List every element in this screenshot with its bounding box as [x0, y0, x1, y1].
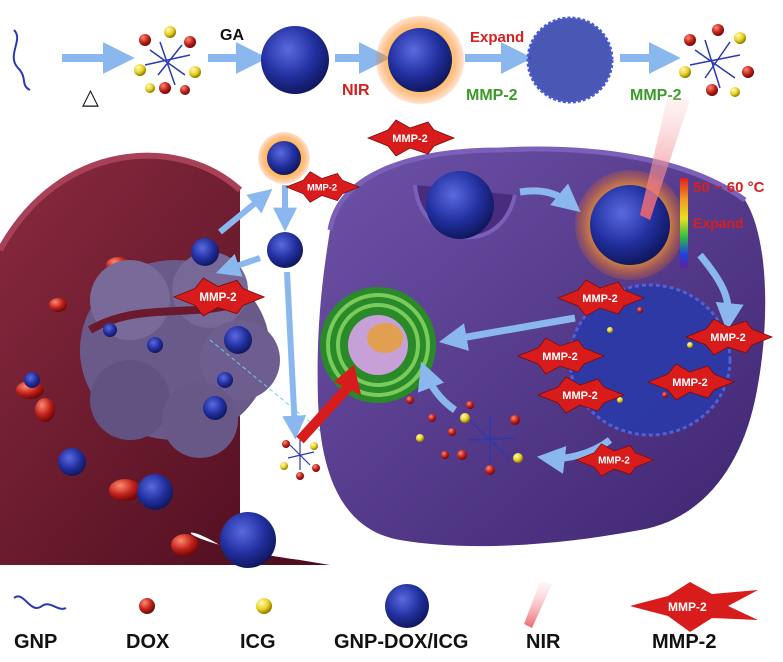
- mmp2-badge-label: MMP-2: [307, 182, 337, 192]
- ga-label: GA: [220, 27, 244, 44]
- mmp2-badge-label: MMP-2: [392, 133, 427, 145]
- nir-laser-beam: [640, 95, 690, 220]
- gnp-chain-icon: [12, 29, 31, 91]
- drug-release-cluster-3: [457, 413, 523, 475]
- mmp2-badge: MMP-2: [285, 171, 361, 203]
- mmp2-badge-label: MMP-2: [199, 292, 236, 304]
- mmp2-starburst-icon: MMP-2: [630, 582, 758, 632]
- mmp2-badge-label: MMP-2: [710, 332, 745, 344]
- mmp2-badge: MMP-2: [556, 279, 646, 317]
- legend: MMP-2 GNP DOX ICG GNP-DOX/ICG NIR MMP-2: [13, 582, 758, 653]
- drug-release-cluster-1: [679, 24, 754, 97]
- mmp2-badge: MMP-2: [684, 318, 774, 356]
- organelle: [320, 287, 436, 403]
- tumor-cell: [296, 146, 766, 547]
- middle-pathway: [209, 132, 351, 480]
- expand-label-cell: Expand: [693, 215, 744, 231]
- svg-text:MMP-2: MMP-2: [668, 600, 707, 614]
- nanoparticle-1: [261, 26, 329, 94]
- top-row: △ GA NIR Expand MMP-2 MMP-2: [12, 16, 754, 110]
- released-drugs: [406, 396, 474, 459]
- mmp2-badge: MMP-2: [646, 363, 736, 401]
- polymer-chain-icon: [13, 595, 67, 610]
- red-arrow: [296, 381, 354, 444]
- legend-label-icg: ICG: [240, 631, 276, 653]
- drug-release-cluster-2: [280, 440, 320, 480]
- nanoparticle-expanded: [526, 16, 614, 104]
- heated-particle: [575, 170, 685, 280]
- mmp2-badge: MMP-2: [172, 277, 266, 317]
- mmp2-badge: MMP-2: [575, 443, 655, 477]
- mmp2-badge-label: MMP-2: [598, 456, 630, 467]
- yellow-sphere-icon: [256, 598, 272, 614]
- legend-label-gnp-dox-icg: GNP-DOX/ICG: [334, 631, 468, 653]
- legend-label-dox: DOX: [126, 631, 170, 653]
- tumor-mass: [80, 238, 280, 458]
- expand-label-top: Expand: [470, 29, 524, 46]
- mmp2-label-top-1: MMP-2: [466, 87, 518, 104]
- legend-label-nir: NIR: [526, 631, 561, 653]
- mmp2-badge-label: MMP-2: [672, 377, 707, 389]
- legend-label-mmp2: MMP-2: [652, 631, 716, 653]
- nir-label-top: NIR: [342, 82, 370, 99]
- temperature-scale: 50 − 60 °C Expand: [680, 178, 765, 268]
- mmp2-badge: MMP-2: [536, 376, 626, 414]
- legend-label-gnp: GNP: [14, 631, 57, 653]
- mmp2-badge-label: MMP-2: [562, 390, 597, 402]
- mmp2-badge: MMP-2: [516, 337, 606, 375]
- red-sphere-icon: [139, 598, 155, 614]
- nanoparticle-icon: [385, 584, 429, 628]
- mmp2-badge-label: MMP-2: [582, 293, 617, 305]
- drug-mix-cluster-1: [134, 26, 201, 95]
- heat-triangle-symbol: △: [82, 85, 99, 110]
- temperature-label: 50 − 60 °C: [693, 179, 765, 196]
- mmp2-badge-label: MMP-2: [542, 351, 577, 363]
- laser-beam-icon: [524, 582, 552, 628]
- mmp2-badge: MMP-2: [366, 119, 456, 157]
- nanoparticle-heated: [376, 16, 464, 104]
